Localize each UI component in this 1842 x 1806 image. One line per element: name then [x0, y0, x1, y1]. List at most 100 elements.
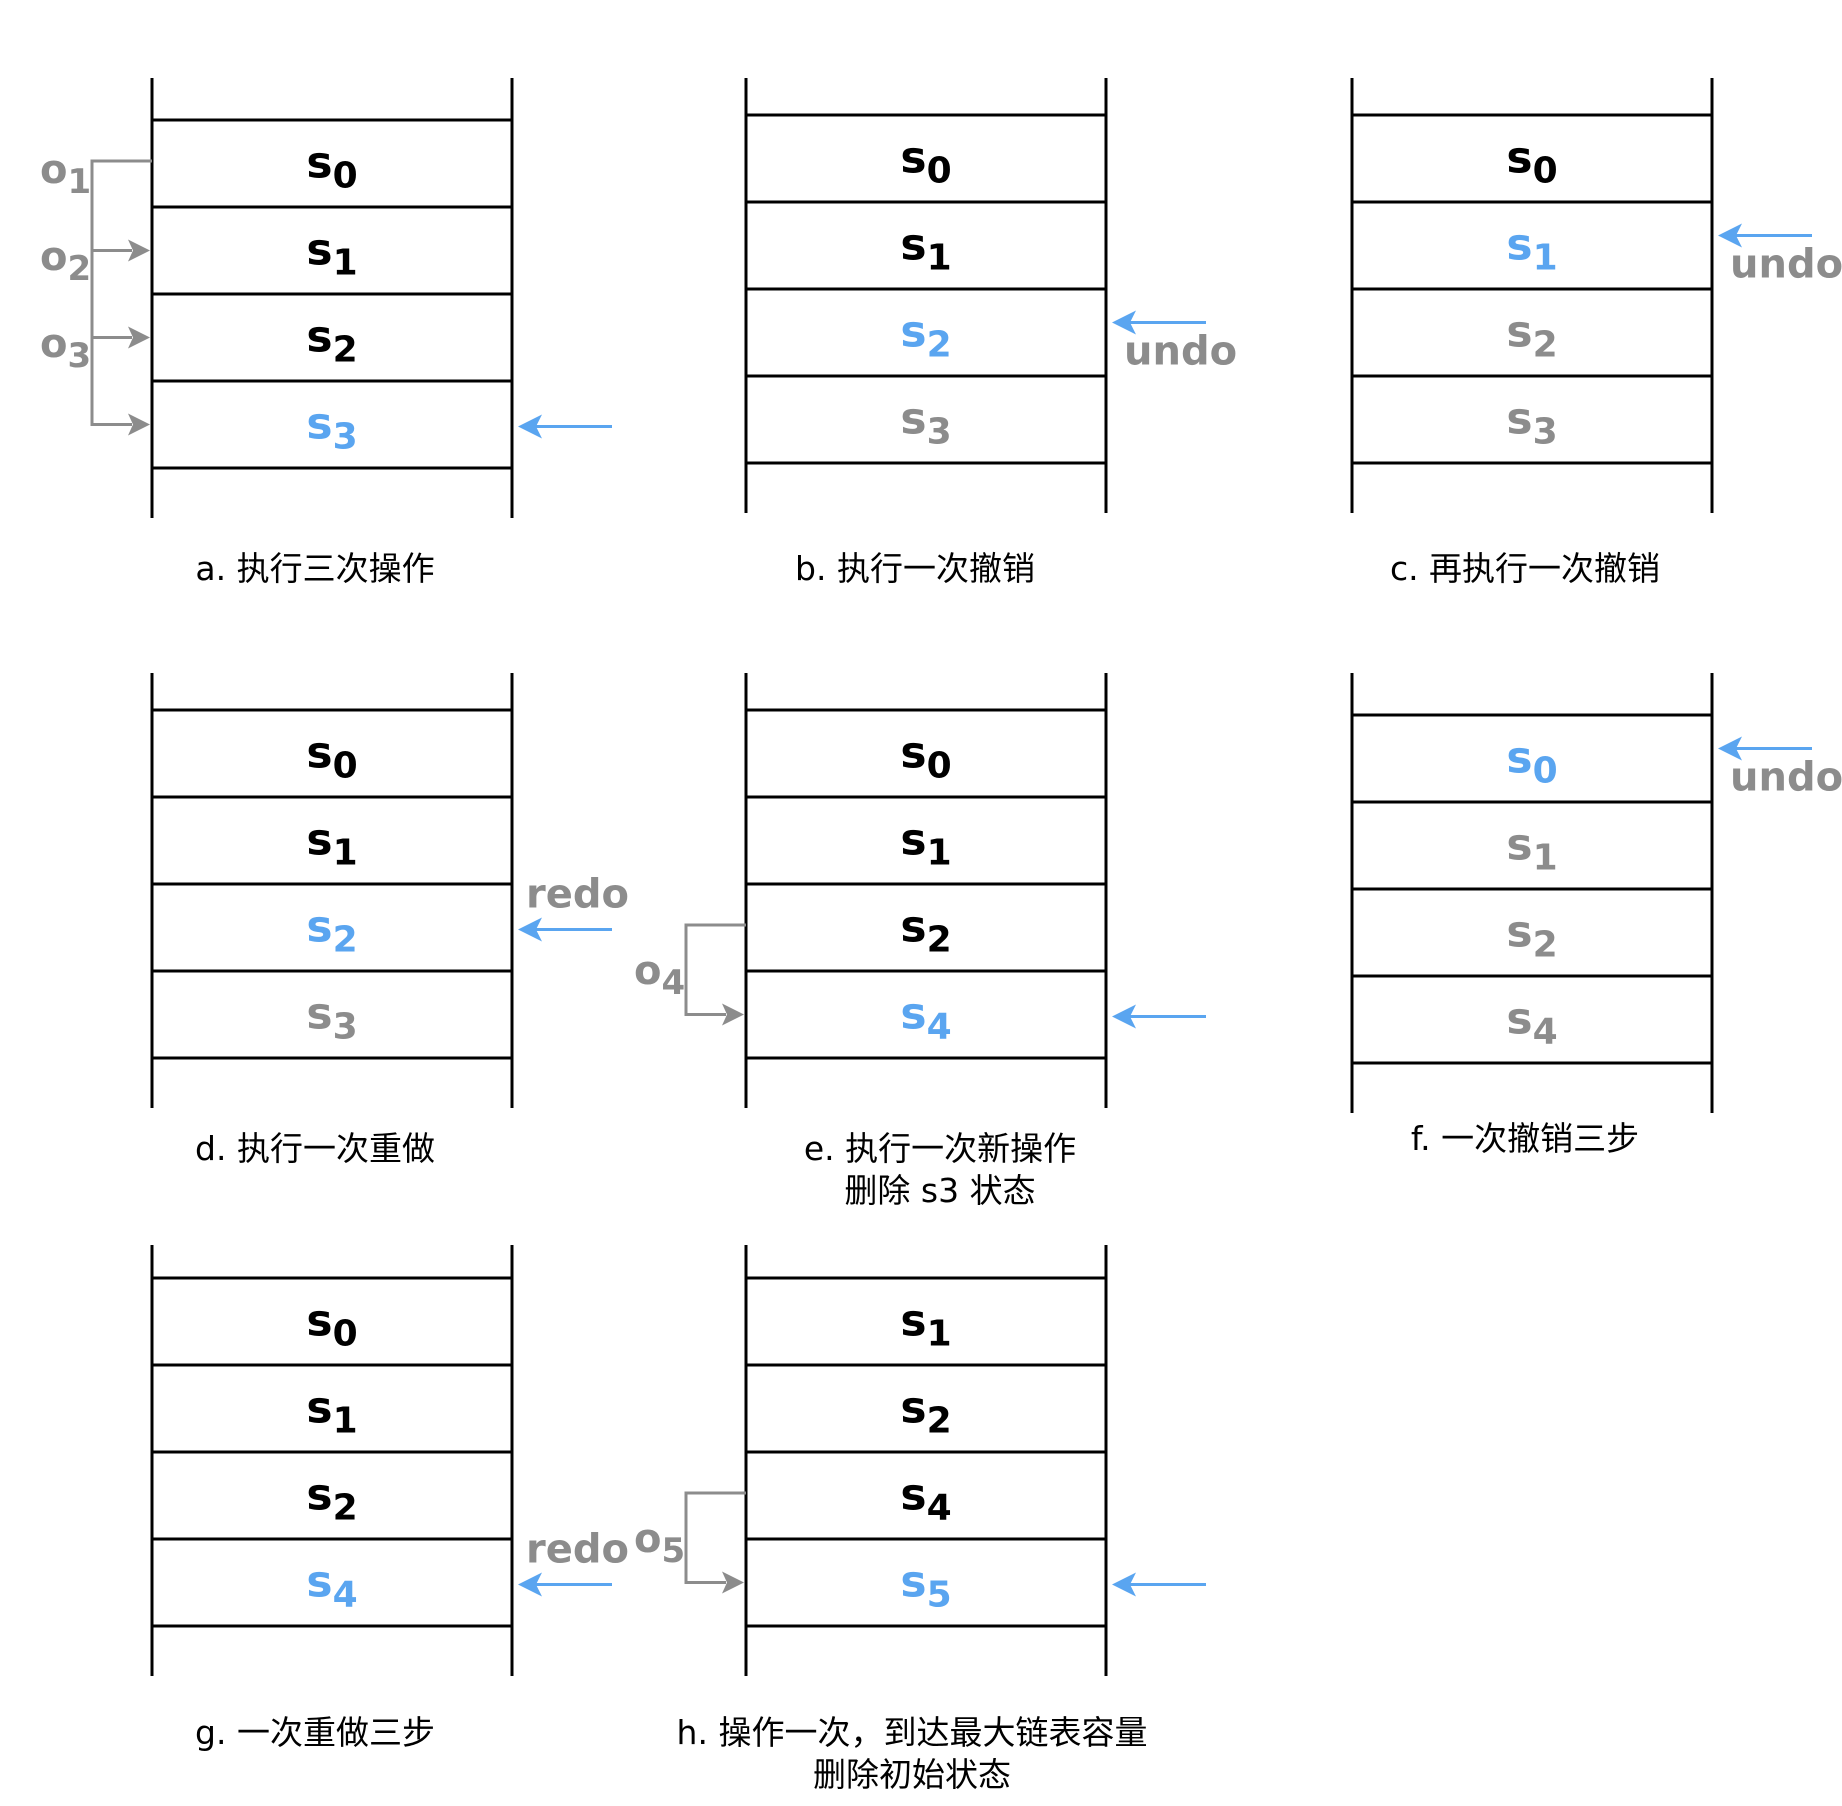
pointer-arrow-head	[1718, 223, 1742, 248]
state-base: s	[306, 225, 332, 276]
state-base: s	[306, 989, 332, 1040]
operation-label: o5	[634, 1516, 685, 1571]
state-sub: 1	[927, 833, 952, 874]
state-cell-label: s0	[900, 133, 951, 192]
pointer-label: undo	[1730, 755, 1842, 801]
state-cell-label: s0	[306, 138, 357, 197]
operation-base: o	[40, 147, 67, 193]
state-cell-label: s2	[900, 1383, 951, 1442]
state-cell-label: s1	[900, 220, 951, 279]
state-sub: 1	[333, 1401, 358, 1442]
operation-label: o4	[634, 948, 685, 1003]
state-base: s	[306, 1383, 332, 1434]
state-sub: 0	[333, 156, 358, 197]
operation-label: o3	[40, 321, 91, 376]
state-sub: 3	[927, 412, 952, 453]
state-base: s	[306, 1296, 332, 1347]
state-cell-label: s2	[306, 1470, 357, 1529]
panel-caption: e. 执行一次新操作	[804, 1129, 1076, 1168]
panel-caption: c. 再执行一次撤销	[1390, 549, 1660, 588]
operation-sub: 2	[67, 249, 91, 289]
operation-sub: 1	[67, 162, 91, 202]
pointer-arrow-head	[1718, 736, 1742, 761]
state-cell-label: s1	[306, 225, 357, 284]
state-sub: 0	[927, 746, 952, 787]
state-sub: 1	[927, 238, 952, 279]
state-sub: 0	[333, 1314, 358, 1355]
state-cell-label: s4	[1506, 994, 1557, 1053]
operation-arrow-head	[128, 413, 150, 436]
panel-caption: 删除 s3 状态	[844, 1171, 1035, 1210]
state-cell-label: s0	[1506, 133, 1557, 192]
state-sub: 1	[1533, 838, 1558, 879]
state-cell-label: s4	[900, 989, 951, 1048]
state-sub: 1	[927, 1314, 952, 1355]
operation-base: o	[40, 321, 67, 367]
state-base: s	[306, 728, 332, 779]
state-sub: 2	[333, 330, 358, 371]
state-sub: 4	[927, 1488, 952, 1529]
pointer-label: undo	[1730, 242, 1842, 288]
state-sub: 3	[333, 417, 358, 458]
operation-arrow	[90, 159, 152, 426]
state-base: s	[306, 1557, 332, 1608]
state-sub: 2	[333, 920, 358, 961]
state-sub: 4	[927, 1007, 952, 1048]
state-cell-label: s1	[900, 815, 951, 874]
pointer-arrow-head	[1112, 1572, 1136, 1597]
state-base: s	[900, 220, 926, 271]
operation-arrow-head	[722, 1571, 744, 1594]
state-base: s	[1506, 907, 1532, 958]
state-base: s	[1506, 394, 1532, 445]
pointer-arrow-head	[1112, 1004, 1136, 1029]
state-cell-label: s2	[1506, 307, 1557, 366]
state-sub: 0	[333, 746, 358, 787]
state-base: s	[900, 1557, 926, 1608]
panel-caption: b. 执行一次撤销	[795, 549, 1035, 588]
state-base: s	[900, 394, 926, 445]
state-cell-label: s4	[306, 1557, 357, 1616]
state-base: s	[900, 815, 926, 866]
state-sub: 4	[1533, 1012, 1558, 1053]
operation-sub: 3	[67, 336, 91, 376]
state-sub: 2	[927, 1401, 952, 1442]
pointer-label: redo	[526, 872, 629, 918]
state-base: s	[1506, 994, 1532, 1045]
state-sub: 2	[927, 325, 952, 366]
pointer-arrow-head	[518, 1572, 542, 1597]
state-cell-label: s0	[900, 728, 951, 787]
panel-caption: d. 执行一次重做	[195, 1129, 435, 1168]
state-cell-label: s1	[1506, 820, 1557, 879]
state-sub: 2	[333, 1488, 358, 1529]
state-base: s	[900, 1383, 926, 1434]
state-base: s	[1506, 220, 1532, 271]
state-sub: 0	[1533, 151, 1558, 192]
state-cell-label: s1	[306, 1383, 357, 1442]
state-cell-label: s5	[900, 1557, 951, 1616]
state-cell-label: s1	[1506, 220, 1557, 279]
state-cell-label: s0	[306, 728, 357, 787]
state-base: s	[306, 312, 332, 363]
panel-caption: f. 一次撤销三步	[1411, 1119, 1639, 1158]
operation-label: o2	[40, 234, 91, 289]
state-sub: 4	[333, 1575, 358, 1616]
state-base: s	[1506, 133, 1532, 184]
state-base: s	[1506, 307, 1532, 358]
operation-arrow	[90, 159, 152, 252]
panel-caption: h. 操作一次，到达最大链表容量	[677, 1713, 1148, 1752]
state-base: s	[306, 815, 332, 866]
state-cell-label: s3	[306, 989, 357, 1048]
pointer-label: undo	[1124, 329, 1237, 375]
state-base: s	[306, 138, 332, 189]
state-sub: 1	[333, 243, 358, 284]
state-cell-label: s1	[900, 1296, 951, 1355]
state-sub: 5	[927, 1575, 952, 1616]
state-sub: 2	[1533, 325, 1558, 366]
